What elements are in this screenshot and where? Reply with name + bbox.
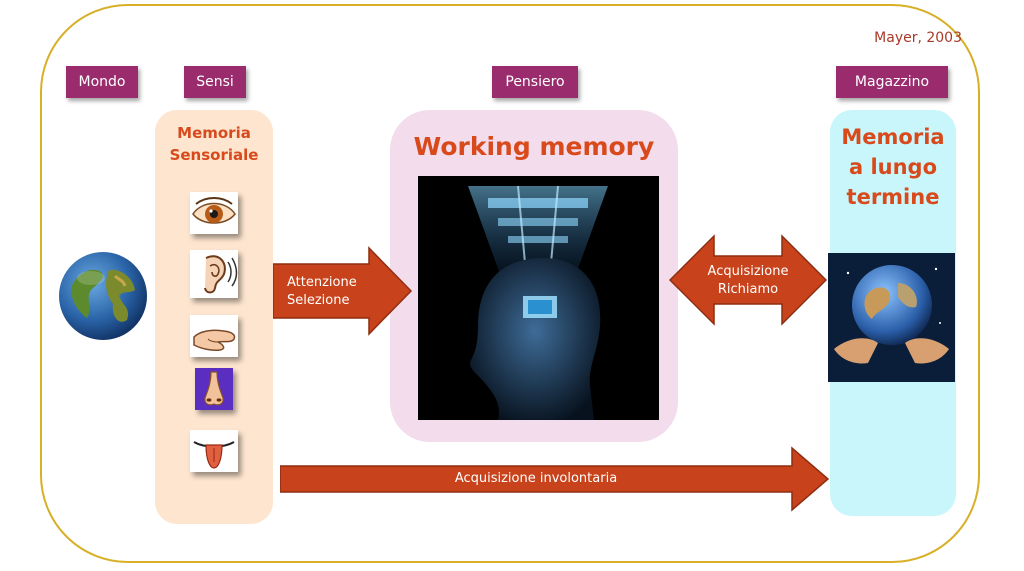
working-memory-title: Working memory [413,132,655,161]
acquisition-double-arrow [668,234,828,326]
brain-head-icon [418,176,659,420]
citation: Mayer, 2003 [874,30,962,46]
eye-icon [190,192,238,234]
acquisition-label-line2: Richiamo [717,282,779,297]
tag-sensi: Sensi [184,66,246,98]
rounded-frame [40,4,980,563]
sensory-memory-title: Memoria Sensoriale [155,122,273,166]
globe-icon [57,250,149,342]
involuntary-label: Acquisizione involontaria [454,471,618,486]
sensory-title-line2: Sensoriale [169,146,259,164]
involuntary-arrow [279,446,830,512]
hand-icon [190,315,238,357]
acquisition-label: Acquisizione Richiamo [694,263,802,299]
tongue-icon [190,430,238,472]
long-term-line3: termine [846,185,940,209]
tag-pensiero: Pensiero [492,66,578,98]
earth-in-hands-icon [828,253,955,382]
long-term-memory-title: Memoria a lungo termine [830,122,956,212]
attention-label-line1: Attenzione [287,275,357,290]
tag-mondo: Mondo [66,66,138,98]
ear-icon [190,250,238,298]
attention-arrow [272,246,413,336]
attention-label-line2: Selezione [287,293,350,308]
acquisition-label-line1: Acquisizione [707,264,789,279]
long-term-line2: a lungo [848,155,938,179]
nose-icon [195,368,233,410]
sensory-title-line1: Memoria [177,124,251,142]
tag-magazzino: Magazzino [836,66,948,98]
attention-label: Attenzione Selezione [287,274,357,310]
long-term-line1: Memoria [841,125,945,149]
